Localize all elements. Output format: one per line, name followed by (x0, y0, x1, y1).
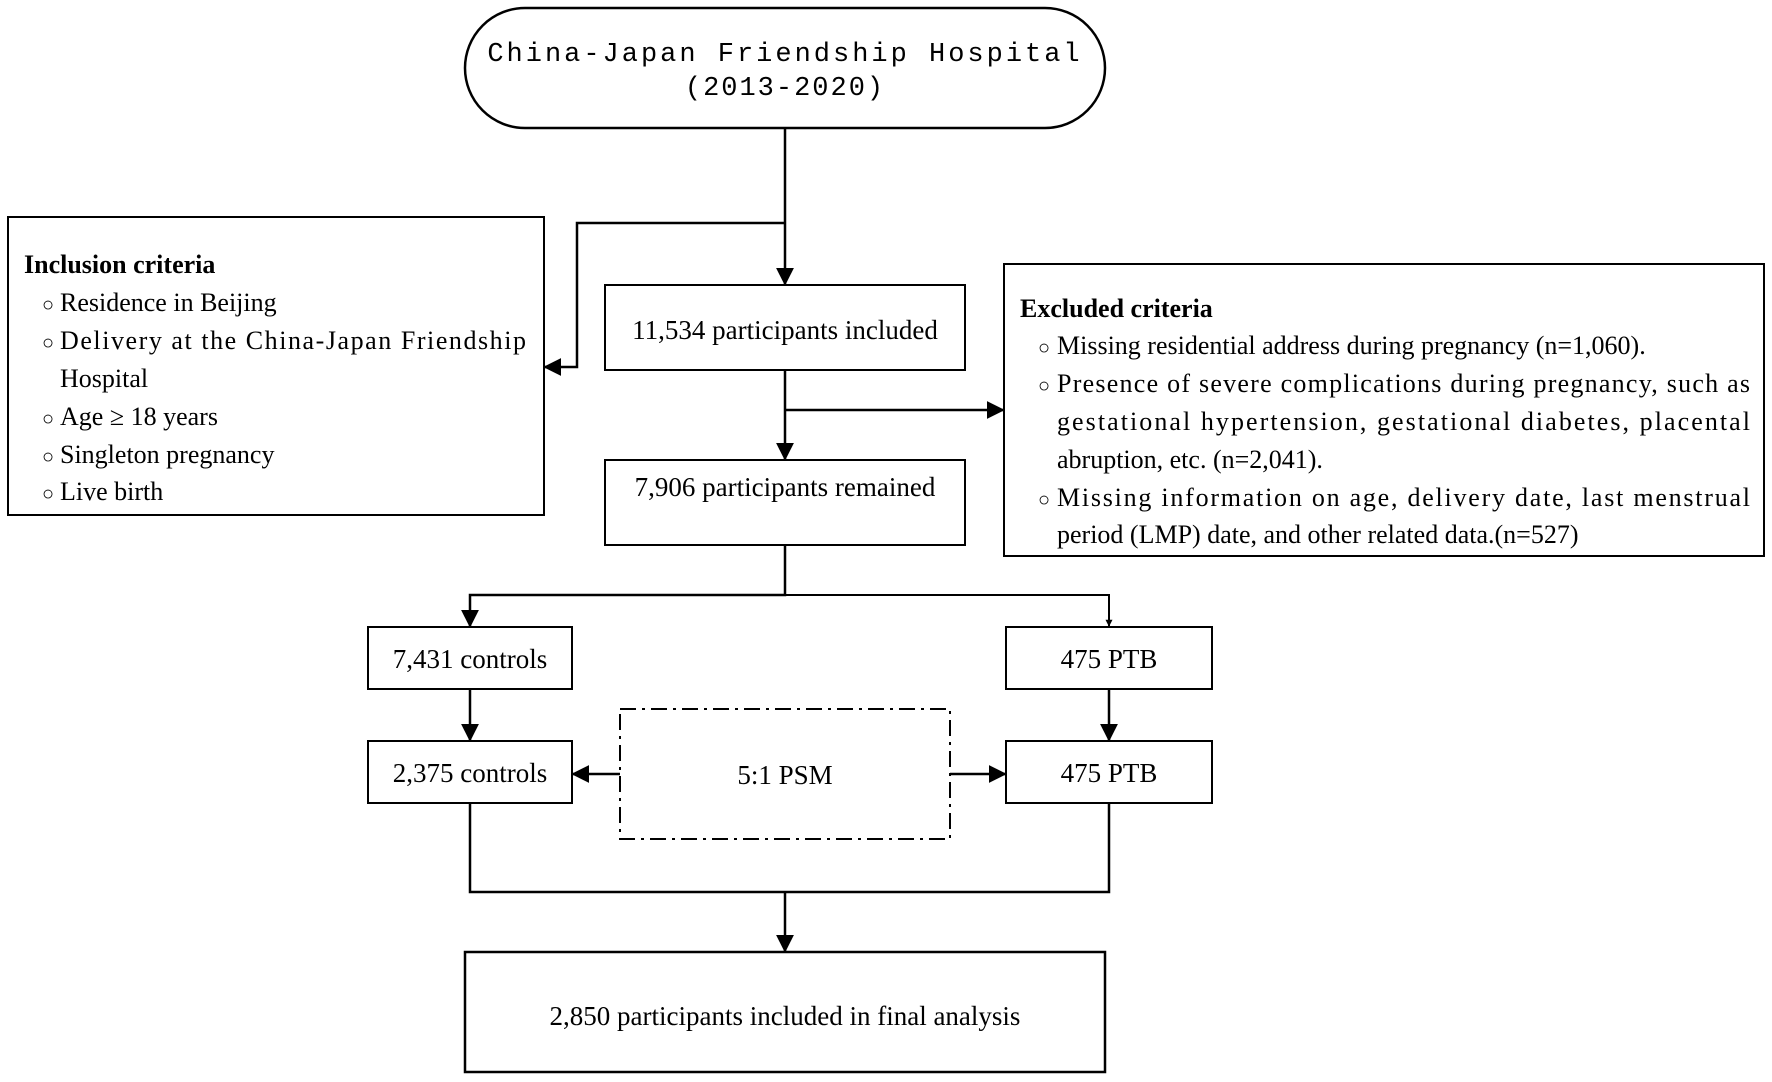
bullet-icon: ○ (42, 408, 54, 430)
ptb-all-node: 475 PTB (1005, 626, 1213, 690)
psm-node: 5:1 PSM (619, 708, 951, 840)
inclusion-item: Age ≥ 18 years (60, 402, 218, 431)
bullet-icon: ○ (42, 483, 54, 505)
inclusion-item: Residence in Beijing (60, 288, 277, 317)
controls-all-label: 7,431 controls (393, 644, 548, 674)
ptb-all-label: 475 PTB (1061, 644, 1158, 674)
excluded-item: period (LMP) date, and other related dat… (1057, 520, 1578, 549)
split-line-right (785, 594, 1113, 627)
excluded-item: gestational hypertension, gestational di… (1057, 407, 1750, 436)
remained-label: 7,906 participants remained (635, 472, 936, 502)
source-title: China-Japan Friendship Hospital (487, 40, 1082, 70)
inclusion-item: Singleton pregnancy (60, 440, 274, 469)
merge-line (468, 803, 1111, 894)
bullet-icon: ○ (42, 332, 54, 354)
inclusion-title: Inclusion criteria (24, 250, 215, 279)
remained-node: 7,906 participants remained (604, 459, 966, 546)
excluded-title: Excluded criteria (1020, 294, 1213, 323)
bullet-icon: ○ (1038, 489, 1050, 511)
inclusion-item: Live birth (60, 477, 163, 506)
bullet-icon: ○ (1038, 375, 1050, 397)
excluded-item: Missing information on age, delivery dat… (1057, 483, 1750, 512)
inclusion-item: Delivery at the China-Japan Friendship (60, 326, 526, 355)
controls-matched-node: 2,375 controls (367, 740, 573, 804)
connectors (461, 128, 1118, 953)
excluded-item: Presence of severe complications during … (1057, 369, 1750, 398)
bullet-icon: ○ (42, 446, 54, 468)
inclusion-item: Hospital (60, 364, 148, 393)
included-node: 11,534 participants included (604, 284, 966, 371)
controls-all-node: 7,431 controls (367, 626, 573, 690)
ptb-matched-node: 475 PTB (1005, 740, 1213, 804)
included-label: 11,534 participants included (632, 315, 938, 345)
excluded-criteria-box: Excluded criteria ○ Missing residential … (1003, 263, 1765, 557)
split-line (461, 545, 787, 628)
bullet-icon: ○ (1038, 337, 1050, 359)
bullet-icon: ○ (42, 294, 54, 316)
psm-label: 5:1 PSM (737, 760, 832, 790)
excluded-item: Missing residential address during pregn… (1057, 331, 1646, 360)
controls-matched-label: 2,375 controls (393, 758, 548, 788)
ptb-matched-label: 475 PTB (1061, 758, 1158, 788)
arrow-to-inclusion (543, 221, 785, 376)
source-years: (2013-2020) (685, 74, 885, 104)
inclusion-criteria-box: Inclusion criteria ○ Residence in Beijin… (7, 216, 545, 516)
excluded-item: abruption, etc. (n=2,041). (1057, 445, 1323, 474)
source-node: China-Japan Friendship Hospital (2013-20… (463, 6, 1107, 130)
final-label: 2,850 participants included in final ana… (550, 1001, 1021, 1031)
final-node: 2,850 participants included in final ana… (463, 950, 1107, 1074)
